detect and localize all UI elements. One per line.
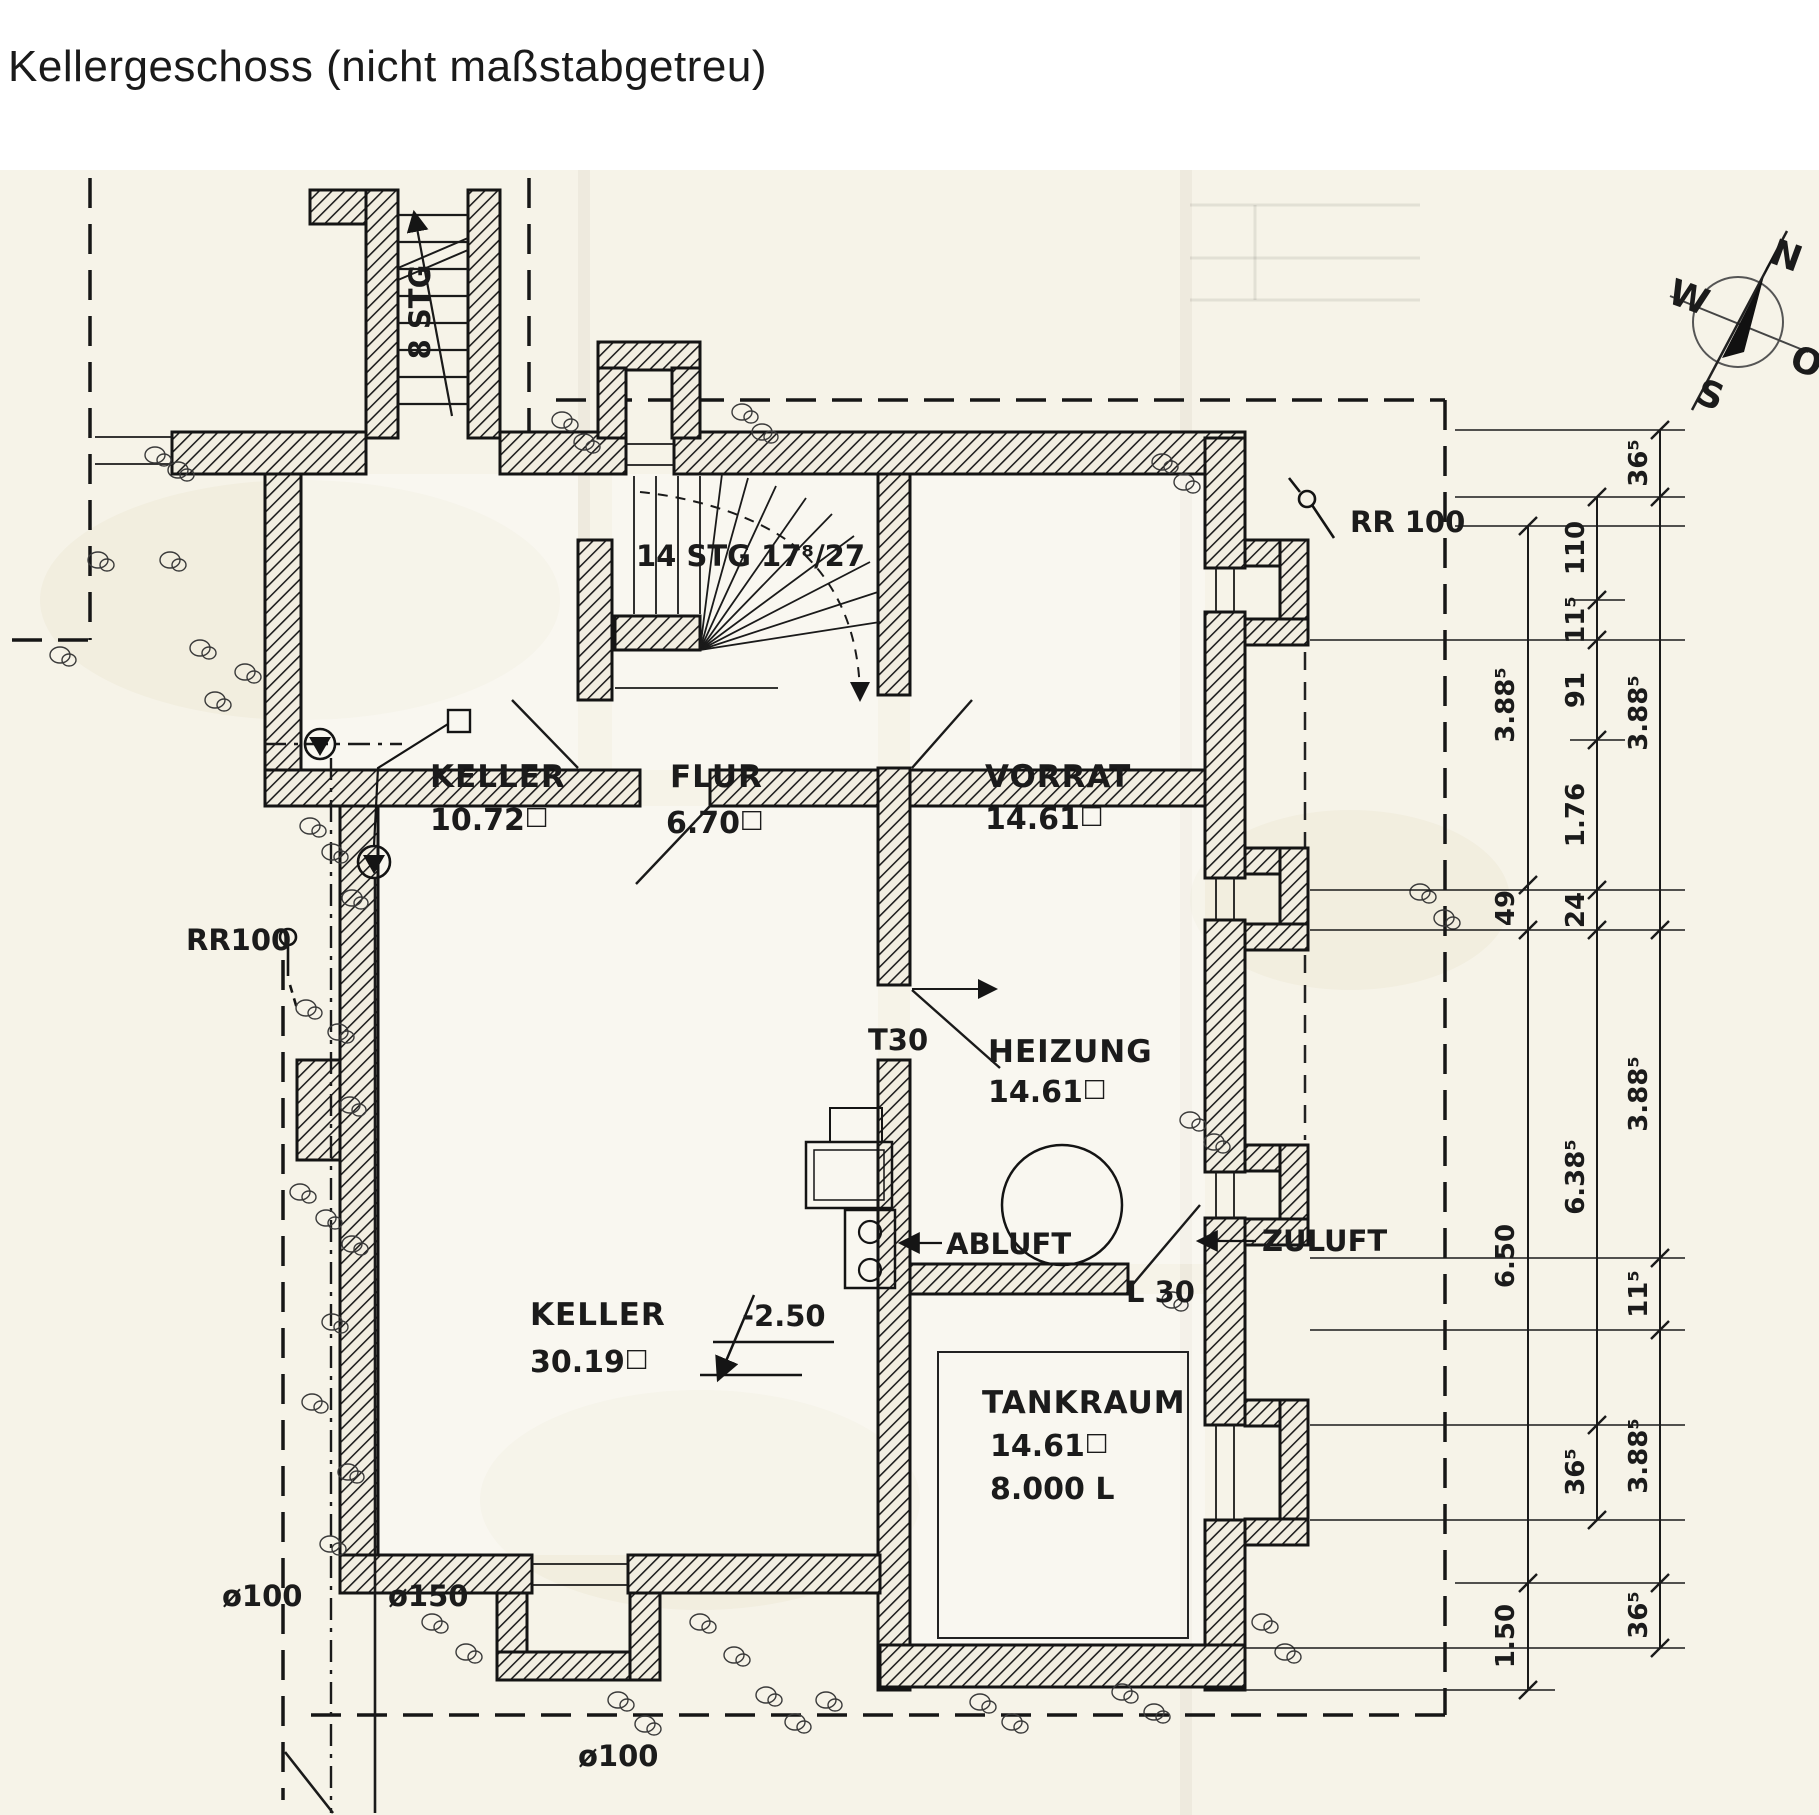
compass-circle — [1692, 276, 1784, 368]
dim-c6: 36⁵ — [1624, 1591, 1654, 1639]
sqm-symbol: □ — [1080, 800, 1104, 829]
room-vorrat-name: VORRAT — [985, 759, 1131, 795]
room-labels: KELLER 10.72□ FLUR 6.70□ VORRAT 14.61□ H… — [430, 759, 1186, 1507]
window-and-detail-lines — [95, 436, 1235, 1586]
staircases — [397, 209, 881, 702]
room-heizung-name: HEIZUNG — [988, 1034, 1153, 1070]
dim-c5: 3.88⁵ — [1624, 1418, 1654, 1494]
compass-needle — [1722, 231, 1787, 358]
dim-b2: 11⁵ — [1561, 596, 1591, 644]
room-flur-area: 6.70□ — [666, 804, 764, 841]
sqm-symbol: □ — [625, 1343, 649, 1372]
area-value: 14.61 — [988, 1075, 1083, 1110]
dim-a1: 3.88⁵ — [1491, 667, 1521, 743]
ground-texture — [49, 403, 1461, 1736]
dim-c1: 36⁵ — [1624, 439, 1654, 487]
floor-level-label: -2.50 — [742, 1299, 826, 1333]
rr100-right-label: RR 100 — [1350, 505, 1465, 539]
dim-b6: 6.38⁵ — [1561, 1139, 1591, 1215]
room-keller-large-name: KELLER — [530, 1297, 666, 1333]
room-keller-small-name: KELLER — [430, 759, 566, 795]
sqm-symbol: □ — [1083, 1073, 1107, 1102]
room-tankraum-area: 14.61□ — [990, 1427, 1109, 1464]
dim-a2: 49 — [1491, 890, 1521, 926]
pipe-d100-left-label: ø100 — [222, 1579, 302, 1613]
door-l30-label: L 30 — [1126, 1275, 1195, 1309]
dim-b7: 36⁵ — [1561, 1448, 1591, 1496]
dimension-chains — [1245, 420, 1685, 1700]
pipe-d150-label: ø150 — [388, 1579, 468, 1613]
dim-b5: 24 — [1561, 892, 1591, 928]
dim-a3: 6.50 — [1491, 1224, 1521, 1288]
stair-count-label: 14 STG 17⁸/27 — [636, 539, 865, 573]
dim-c2: 3.88⁵ — [1624, 675, 1654, 751]
pipe-d100-bottom-label: ø100 — [578, 1739, 658, 1773]
dim-a4: 1.50 — [1491, 1604, 1521, 1668]
area-value: 14.61 — [990, 1429, 1085, 1464]
dim-c4: 11⁵ — [1624, 1270, 1654, 1318]
faded-erased-lines — [1190, 203, 1420, 302]
room-heizung-area: 14.61□ — [988, 1073, 1107, 1110]
entry-stair-label: 8 STG — [403, 265, 437, 360]
hatched-walls — [170, 188, 1310, 1692]
room-tankraum-name: TANKRAUM — [982, 1385, 1186, 1421]
door-leaf-lines — [511, 699, 1201, 1291]
area-value: 14.61 — [985, 802, 1080, 837]
room-keller-large-area: 30.19□ — [530, 1343, 649, 1380]
door-t30-label: T30 — [868, 1023, 928, 1057]
paper-creases — [40, 170, 1510, 1815]
sqm-symbol: □ — [525, 801, 549, 830]
page-title: Kellergeschoss (nicht maßstabgetreu) — [8, 42, 767, 91]
zuluft-label: ZULUFT — [1262, 1224, 1387, 1258]
area-value: 6.70 — [666, 806, 740, 841]
room-flur-name: FLUR — [670, 759, 763, 795]
room-vorrat-area: 14.61□ — [985, 800, 1104, 837]
excavation-boundary-dashed — [2, 178, 1447, 1800]
area-value: 10.72 — [430, 803, 525, 838]
sqm-symbol: □ — [740, 804, 764, 833]
room-keller-small-area: 10.72□ — [430, 801, 549, 838]
dim-c3: 3.88⁵ — [1624, 1056, 1654, 1132]
dimension-labels: 3.88⁵ 49 6.50 1.50 110 11⁵ 91 1.76 24 6.… — [1491, 439, 1654, 1668]
room-tankraum-capacity: 8.000 L — [990, 1472, 1114, 1507]
boiler-tank-equipment — [700, 1107, 1256, 1639]
sqm-symbol: □ — [1085, 1427, 1109, 1456]
rr100-left-label: RR100 — [186, 923, 291, 957]
abluft-label: ABLUFT — [946, 1227, 1071, 1261]
area-value: 30.19 — [530, 1345, 625, 1380]
annotation-labels: 14 STG 17⁸/27 8 STG T30 L 30 ABLUFT ZULU… — [186, 265, 1465, 1773]
room-interiors — [301, 474, 1205, 1645]
dim-b4: 1.76 — [1561, 783, 1591, 847]
drain-pipe-lines — [264, 477, 1336, 1814]
dim-b1: 110 — [1561, 521, 1591, 575]
dim-b3: 91 — [1561, 672, 1591, 708]
